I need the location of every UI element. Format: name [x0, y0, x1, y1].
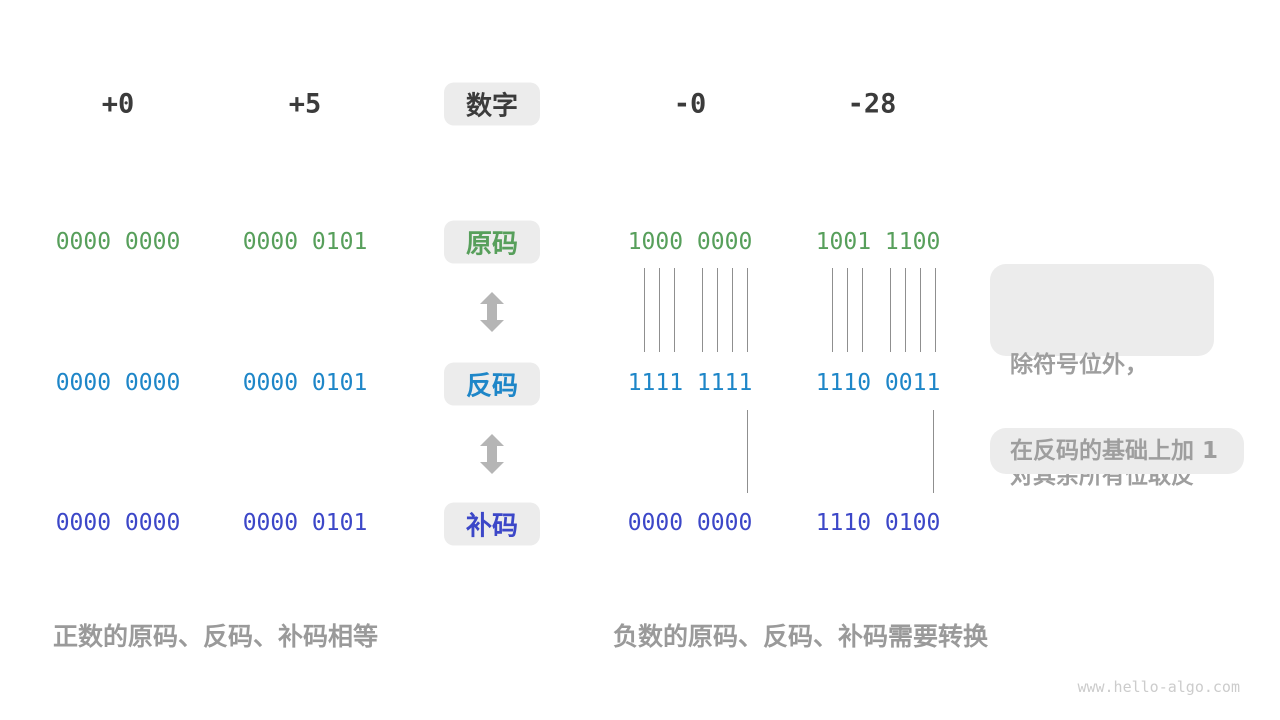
tick-line	[832, 268, 833, 352]
caption-positive-numbers: 正数的原码、反码、补码相等	[53, 622, 379, 651]
tick-line	[747, 268, 748, 352]
tick-line	[674, 268, 675, 352]
header-minus-28: -28	[847, 88, 897, 120]
twos-complement-minus0: 0000 0000	[627, 510, 753, 536]
callout-flip-bits: 除符号位外， 对其余所有位取反	[990, 264, 1214, 489]
tick-line	[905, 268, 906, 352]
watermark-url: www.hello-algo.com	[1077, 678, 1240, 696]
callout-flip-bits-line1: 除符号位外，	[1010, 352, 1148, 378]
twos-complement-plus0: 0000 0000	[55, 510, 181, 536]
tick-line	[935, 268, 936, 352]
caption-negative-numbers: 负数的原码、反码、补码需要转换	[613, 622, 989, 651]
tick-line	[747, 410, 748, 493]
tick-line	[862, 268, 863, 352]
up-down-arrow-icon	[480, 434, 504, 478]
tick-line	[702, 268, 703, 352]
sign-magnitude-plus0: 0000 0000	[55, 229, 181, 255]
tick-line	[732, 268, 733, 352]
tick-line	[717, 268, 718, 352]
twos-complement-minus28: 1110 0100	[815, 510, 941, 536]
up-down-arrow-icon	[480, 292, 504, 336]
sign-magnitude-minus28: 1001 1100	[815, 229, 941, 255]
header-plus-5: +5	[288, 88, 322, 120]
ones-complement-minus0: 1111 1111	[627, 370, 753, 396]
tick-line	[659, 268, 660, 352]
sign-magnitude-minus0: 1000 0000	[627, 229, 753, 255]
tick-line	[920, 268, 921, 352]
tick-line	[890, 268, 891, 352]
badge-ones-complement: 反码	[444, 362, 540, 406]
badge-number: 数字	[444, 82, 540, 126]
sign-magnitude-plus5: 0000 0101	[242, 229, 368, 255]
ones-complement-plus5: 0000 0101	[242, 370, 368, 396]
ones-complement-minus28: 1110 0011	[815, 370, 941, 396]
tick-line	[644, 268, 645, 352]
ones-complement-plus0: 0000 0000	[55, 370, 181, 396]
header-plus-0: +0	[101, 88, 135, 120]
badge-sign-magnitude: 原码	[444, 220, 540, 264]
callout-add-one-text: 在反码的基础上加 1	[1010, 437, 1219, 464]
tick-line	[847, 268, 848, 352]
badge-twos-complement: 补码	[444, 502, 540, 546]
header-minus-0: -0	[673, 88, 707, 120]
twos-complement-plus5: 0000 0101	[242, 510, 368, 536]
tick-line	[933, 410, 934, 493]
callout-add-one: 在反码的基础上加 1	[990, 428, 1244, 474]
